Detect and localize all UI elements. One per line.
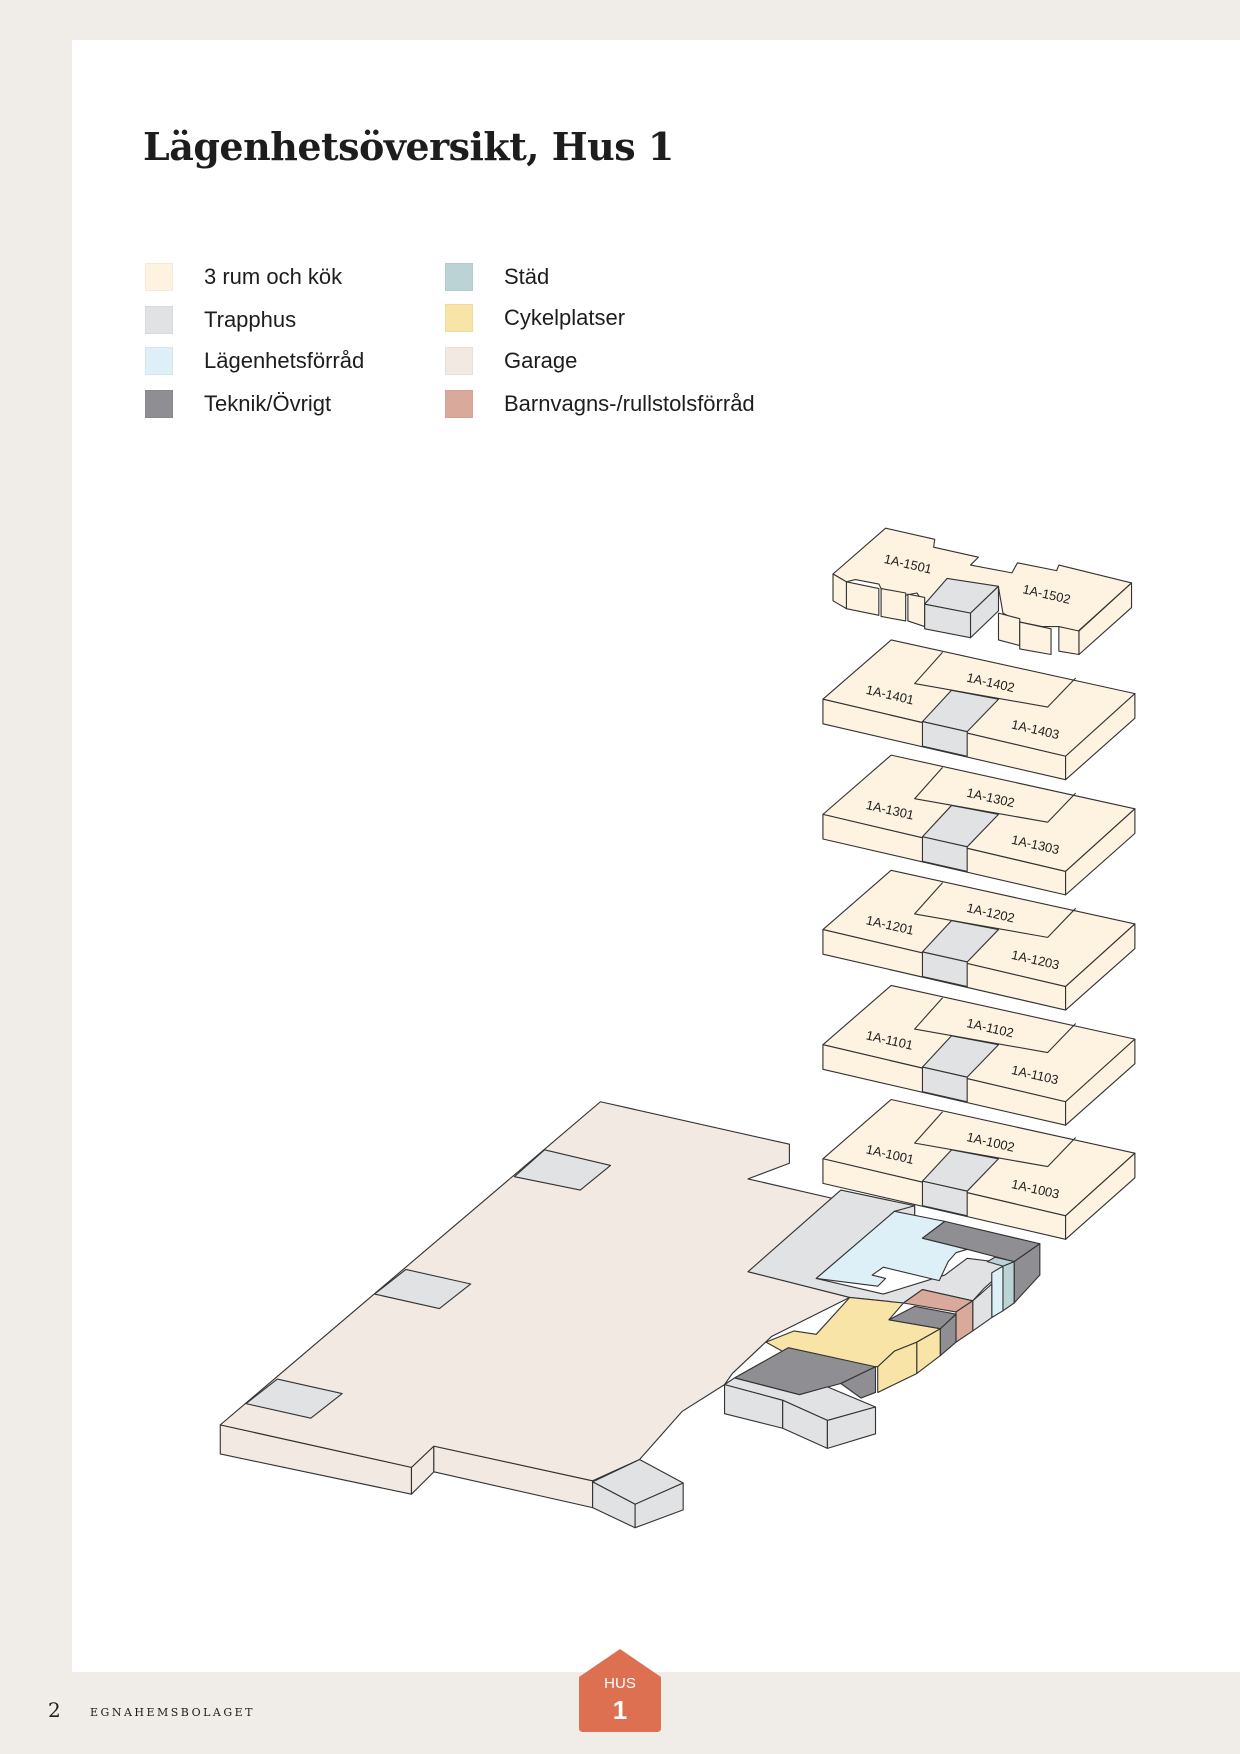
swatch	[145, 390, 173, 418]
unit-1A-1502-wall	[997, 612, 1021, 647]
unit-1A-1501-wall	[832, 573, 847, 610]
unit-divider	[914, 997, 1077, 1054]
legend-item-barnvagnsforrad: Barnvagns-/rullstolsförråd	[445, 389, 755, 419]
unit-1A-1502-wall	[1019, 621, 1052, 656]
page-title: Lägenhetsöversikt, Hus 1	[143, 124, 674, 169]
unit-1A-1501-wall	[845, 581, 880, 616]
legend-label: Cykelplatser	[504, 305, 626, 330]
legend-label: Barnvagns-/rullstolsförråd	[504, 391, 755, 416]
stad-area	[986, 1256, 1015, 1267]
unit-1A-1501-wall	[907, 593, 926, 628]
brand-name: EGNAHEMSBOLAGET	[90, 1706, 256, 1719]
legend-label: 3 rum och kök	[204, 264, 343, 289]
teknik-wall-3	[840, 1366, 877, 1399]
parking-area	[245, 1378, 343, 1419]
house-badge: HUS 1	[579, 1649, 661, 1732]
swatch	[445, 304, 473, 332]
legend-item-trapphus: Trapphus	[145, 305, 296, 335]
house-shape-icon	[579, 1649, 661, 1732]
forrad-wall	[991, 1265, 1004, 1319]
unit-1A-1502-wall	[1058, 625, 1080, 656]
unit-1A-1502-wall	[1078, 582, 1133, 656]
floor-side-wall	[1065, 808, 1136, 896]
stair-core-front	[921, 951, 968, 988]
unit-divider	[914, 651, 1077, 708]
stair-core-front	[921, 836, 968, 872]
badge-label: HUS	[604, 1675, 636, 1692]
legend-item-lagenhetsforrad: Lägenhetsförråd	[145, 346, 364, 376]
unit-divider	[914, 882, 1077, 938]
legend-label: Garage	[504, 348, 578, 373]
stair-core-front	[921, 1180, 968, 1217]
swatch	[145, 347, 173, 375]
garage-floor	[219, 1101, 851, 1482]
legend-label: Städ	[504, 264, 550, 289]
swatch	[445, 390, 473, 418]
unit-divider	[914, 1111, 1077, 1168]
legend-label: Teknik/Övrigt	[204, 391, 332, 416]
stair-core-side	[969, 585, 1000, 639]
parking-area	[513, 1149, 612, 1191]
parking-area	[374, 1268, 472, 1310]
teknik-wall-2	[939, 1313, 957, 1357]
floor-5: 1A-1501 1A-1502	[832, 527, 1133, 656]
swatch	[145, 263, 173, 291]
legend-item-3-rum: 3 rum och kök	[145, 262, 342, 292]
stair-core-front	[921, 1066, 968, 1103]
swatch	[445, 263, 473, 291]
stad-wall	[1002, 1261, 1015, 1312]
unit-divider	[914, 767, 1077, 823]
legend-label: Trapphus	[204, 307, 297, 332]
unit-1A-1501-wall	[880, 587, 907, 622]
swatch	[445, 347, 473, 375]
floor-side-wall	[1065, 1038, 1136, 1126]
legend-label: Lägenhetsförråd	[204, 348, 365, 373]
stair-box-side	[634, 1482, 684, 1529]
floor-side-wall	[1065, 1152, 1136, 1240]
stair-core-front	[921, 721, 968, 757]
legend-item-garage: Garage	[445, 346, 577, 376]
legend-item-stad: Städ	[445, 262, 549, 292]
legend-item-teknik: Teknik/Övrigt	[145, 389, 331, 419]
floor-side-wall	[1065, 923, 1136, 1011]
badge-number: 1	[612, 1695, 628, 1725]
trapphus-side	[826, 1406, 877, 1449]
page-number: 2	[48, 1698, 61, 1722]
floor-side-wall	[1065, 693, 1136, 781]
ground-floor	[219, 1101, 1041, 1529]
legend-item-cykelplatser: Cykelplatser	[445, 303, 625, 333]
swatch	[145, 306, 173, 334]
